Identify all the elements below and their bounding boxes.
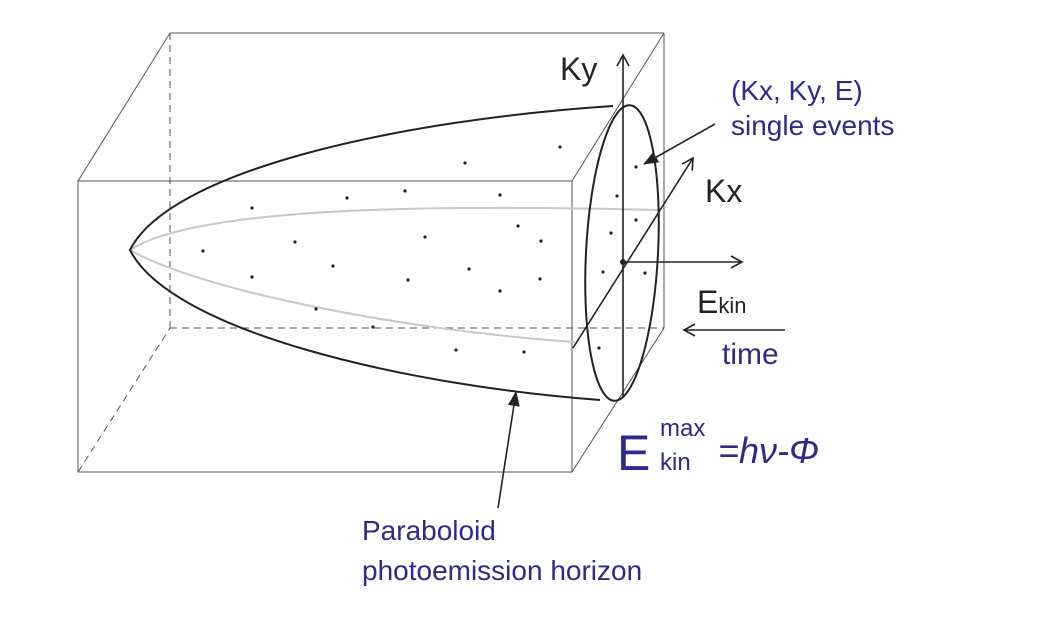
paraboloid (128, 104, 661, 402)
ky-label: Ky (560, 51, 597, 87)
formula-E: E (617, 425, 650, 481)
kx-label: Kx (705, 173, 742, 209)
events-pointer (643, 123, 716, 165)
events-label-line2: single events (731, 110, 894, 141)
paraboloid-label-line1: Paraboloid (362, 515, 496, 546)
event-dots (201, 145, 647, 354)
box (77, 32, 665, 473)
paraboloid-pointer (497, 391, 520, 509)
events-label-line1: (Kx, Ky, E) (731, 75, 863, 106)
kx-axis (572, 156, 694, 349)
formula-rhs: =hν-Φ (718, 430, 819, 471)
formula-sub: kin (660, 449, 691, 476)
formula-sup: max (660, 415, 705, 442)
time-label: time (722, 338, 779, 371)
ekin-label: Ekin (697, 284, 746, 320)
paraboloid-label-line2: photoemission horizon (362, 555, 642, 586)
